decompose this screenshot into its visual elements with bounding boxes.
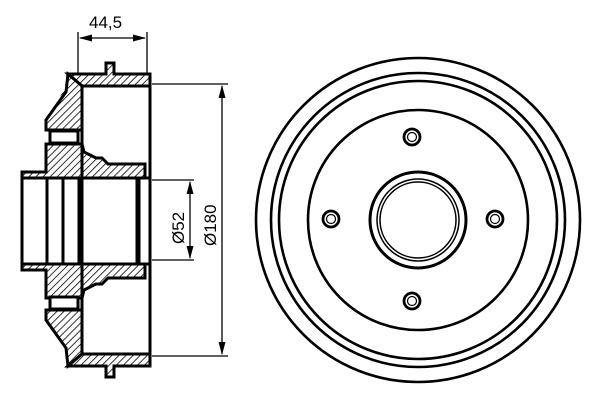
dimension-annotations <box>77 32 228 357</box>
bolt-hole-right <box>485 209 505 229</box>
front-view <box>254 56 582 384</box>
top-back-plate <box>44 71 84 132</box>
mounting-face-ring <box>306 108 530 332</box>
outer-rim-ring <box>254 56 582 384</box>
third-rim-ring <box>277 79 559 361</box>
bottom-stud-hole <box>48 295 80 311</box>
top-rim-shell <box>63 61 152 88</box>
bolt-hole-left <box>321 209 341 229</box>
drum-diameter-label: Ø180 <box>201 204 220 246</box>
side-section-view <box>20 61 152 379</box>
bolt-hole-bottom <box>402 291 422 311</box>
top-stud-hole <box>48 129 80 145</box>
bottom-rim-shell <box>63 352 152 379</box>
center-hub-bore <box>379 181 457 259</box>
bolt-hole-top <box>402 127 422 147</box>
hub-bore <box>20 176 152 266</box>
width-dimension-label: 44,5 <box>89 13 122 32</box>
second-rim-ring <box>269 71 567 369</box>
center-hub-inner <box>376 178 460 262</box>
hub-bore-diameter-label: Ø52 <box>169 212 188 244</box>
center-hub-outer <box>368 170 468 270</box>
